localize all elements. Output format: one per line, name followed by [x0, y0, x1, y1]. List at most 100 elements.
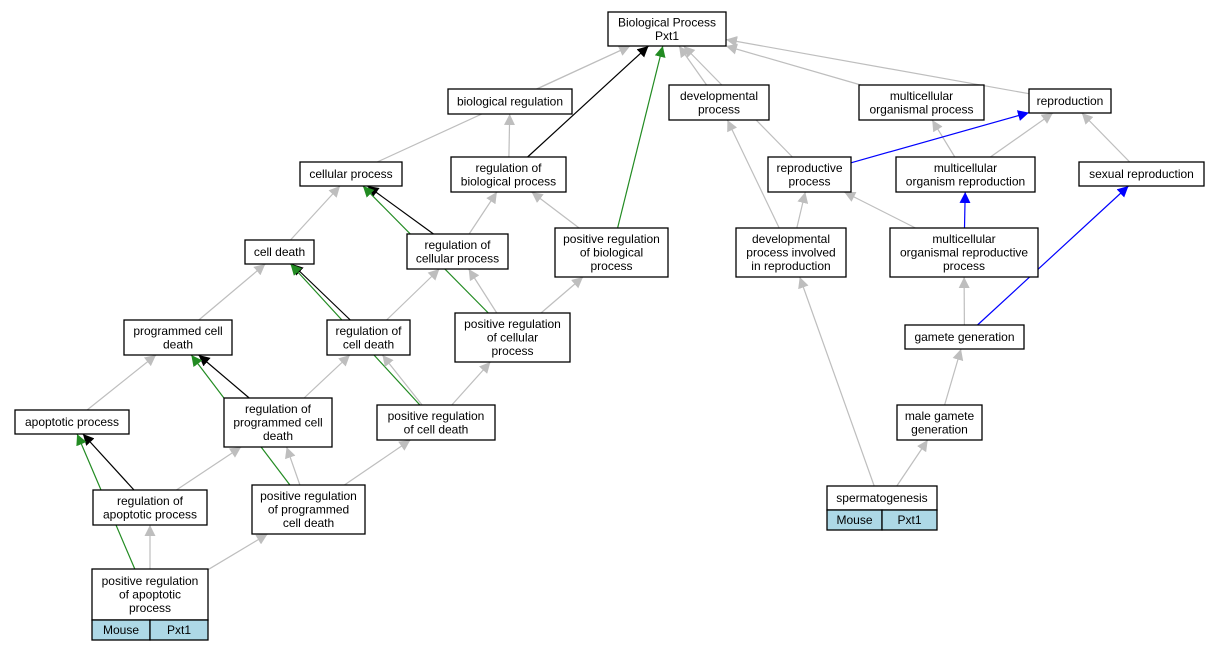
edge-multicellular_organism_reproduction-to-reproduction — [990, 112, 1054, 158]
node-box — [896, 404, 983, 441]
node-label-line: apoptotic process — [25, 415, 119, 429]
node-label-line: death — [163, 337, 193, 351]
node-label-line: organismal process — [869, 102, 973, 116]
node-label-line: process — [698, 102, 740, 116]
edge-regulation_of_cellular_process-to-regulation_of_biological_process — [468, 191, 498, 235]
node-cellular_process[interactable]: cellular process — [299, 161, 403, 187]
edge-regulation_of_cell_death-to-regulation_of_cellular_process — [386, 268, 440, 321]
node-label-line: programmed cell — [233, 416, 322, 430]
node-label-line: cellular process — [309, 167, 392, 181]
edge-cell_death-to-cellular_process — [290, 185, 341, 241]
node-box — [14, 409, 130, 435]
node-label-line: of apoptotic — [119, 588, 181, 602]
node-label-line: of biological — [580, 246, 643, 260]
node-box — [767, 156, 852, 193]
node-box — [554, 227, 669, 278]
node-box — [1078, 161, 1205, 187]
node-label-line: reproductive — [776, 161, 842, 175]
node-label-line: multicellular — [932, 232, 995, 246]
node-label-line: positive regulation — [563, 232, 660, 246]
node-label-line: multicellular — [890, 89, 953, 103]
node-label-line: process — [943, 259, 985, 273]
node-label-line: process — [129, 601, 171, 615]
node-box — [447, 88, 573, 115]
node-cell_death[interactable]: cell death — [244, 239, 315, 265]
node-label-line: regulation of — [424, 238, 491, 252]
edge-multicellular_organismal_reproductive_process-to-multicellular_organism_reproduction — [959, 191, 971, 229]
node-box — [1028, 88, 1112, 114]
node-label-line: regulation of — [117, 494, 184, 508]
node-label-line: developmental — [752, 232, 830, 246]
edge-positive_regulation_of_biological_process-to-bp — [617, 45, 666, 229]
edge-regulation_of_cellular_process-to-cellular_process — [367, 185, 434, 235]
edge-sexual_reproduction-to-reproduction — [1081, 112, 1131, 163]
node-box — [123, 319, 233, 356]
edge-regulation_of_apoptotic_process-to-regulation_of_programmed_cell_death — [176, 446, 242, 491]
edge-apoptotic_process-to-programmed_cell_death — [86, 354, 157, 411]
edge-developmental_process_involved_in_reproduction-to-reproductive_process — [796, 191, 809, 229]
node-sexual_reproduction[interactable]: sexual reproduction — [1078, 161, 1205, 187]
node-label-line: organismal reproductive — [900, 246, 1028, 260]
node-box — [607, 11, 727, 47]
node-label-line: multicellular — [934, 161, 997, 175]
edge-positive_regulation_of_cellular_process-to-positive_regulation_of_biological_process — [540, 276, 584, 314]
node-label-line: in reproduction — [751, 259, 830, 273]
node-box — [450, 156, 567, 193]
edge-regulation_of_biological_process-to-biological_regulation — [503, 113, 515, 158]
edges-layer — [76, 36, 1131, 571]
node-box — [299, 161, 403, 187]
node-reproduction[interactable]: reproduction — [1028, 88, 1112, 114]
node-label-line: apoptotic process — [103, 507, 197, 521]
node-box — [668, 84, 770, 121]
node-label-line: process — [590, 259, 632, 273]
edge-positive_regulation_of_cell_death-to-positive_regulation_of_cellular_process — [451, 361, 491, 406]
node-label-line: developmental — [680, 89, 758, 103]
node-label-line: male gamete — [905, 409, 975, 423]
edge-developmental_process_involved_in_reproduction-to-developmental_process — [726, 119, 780, 229]
node-box — [889, 227, 1039, 278]
edge-regulation_of_programmed_cell_death-to-programmed_cell_death — [198, 354, 250, 399]
node-label-line: Biological Process — [618, 15, 716, 29]
node-box — [454, 312, 571, 363]
node-box — [244, 239, 315, 265]
node-label-line: positive regulation — [464, 317, 561, 331]
edge-male_gamete_generation-to-gamete_generation — [944, 348, 964, 406]
node-label-line: of cell death — [404, 422, 469, 436]
edge-positive_regulation_of_programmed_cell_death-to-regulation_of_programmed_cell_death — [285, 446, 301, 486]
node-label-line: spermatogenesis — [836, 491, 927, 505]
edge-positive_regulation_of_programmed_cell_death-to-positive_regulation_of_cell_death — [344, 439, 411, 486]
node-box — [326, 319, 411, 356]
node-label-line: of cellular — [487, 331, 538, 345]
node-biological_regulation[interactable]: biological regulation — [447, 88, 573, 115]
edge-spermatogenesis-to-developmental_process_involved_in_reproduction — [798, 276, 875, 487]
node-box — [91, 568, 209, 621]
edge-multicellular_organism_reproduction-to-multicellular_organismal_process — [931, 119, 956, 158]
annotation-cell — [149, 619, 209, 641]
node-label-line: death — [263, 429, 293, 443]
node-label-line: positive regulation — [260, 489, 357, 503]
node-gamete_generation[interactable]: gamete generation — [904, 324, 1025, 350]
node-box — [376, 404, 496, 441]
node-label-line: positive regulation — [388, 409, 485, 423]
node-apoptotic_process[interactable]: apoptotic process — [14, 409, 130, 435]
